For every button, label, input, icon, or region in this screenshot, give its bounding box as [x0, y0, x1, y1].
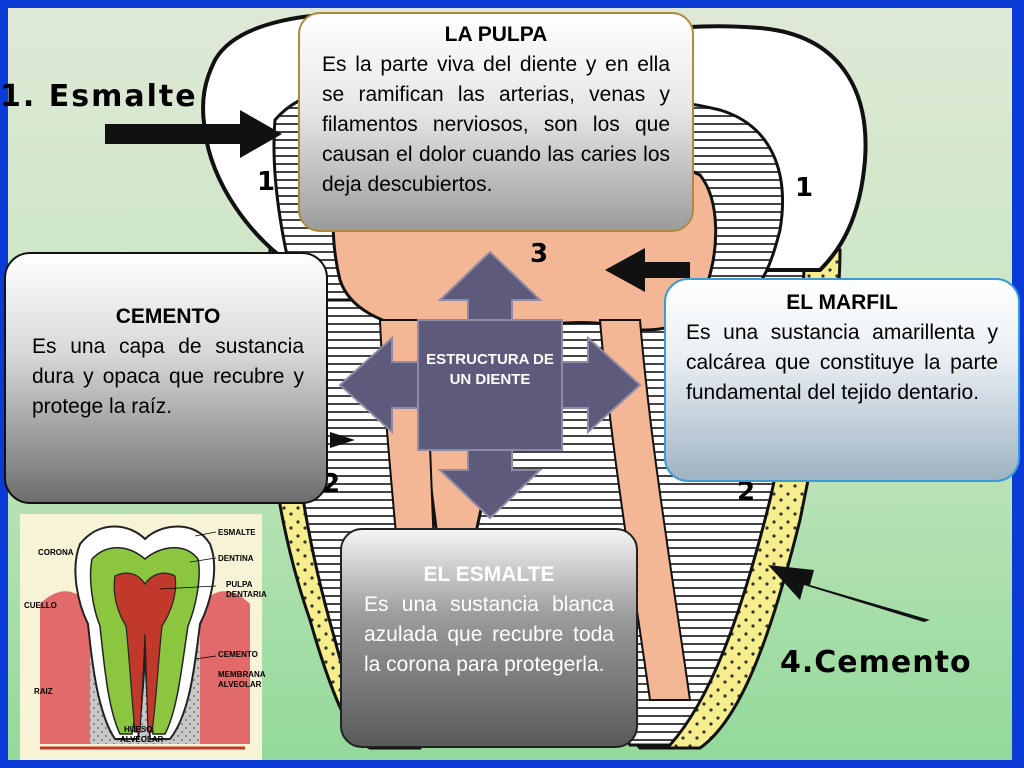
inset-label-hueso: HUESO: [124, 725, 152, 734]
inset-label-dentina: DENTINA: [218, 554, 254, 563]
inset-label-esmalte: ESMALTE: [218, 528, 256, 537]
inset-label-hueso-alveolar: ALVEOLAR: [120, 735, 164, 744]
inset-tooth-diagram: ESMALTE DENTINA PULPA DENTARIA CEMENTO M…: [20, 514, 267, 760]
callout-cemento-body: Es una capa de sustancia dura y opaca qu…: [32, 335, 304, 418]
callout-pulpa: LA PULPA Es la parte viva del diente y e…: [298, 12, 694, 232]
label-esmalte: 1. Esmalte: [0, 79, 198, 114]
inset-label-cemento: CEMENTO: [218, 650, 258, 659]
inset-label-corona: CORONA: [38, 548, 74, 557]
callout-marfil-body: Es una sustancia amarillenta y calcárea …: [686, 321, 998, 404]
callout-pulpa-title: LA PULPA: [444, 23, 548, 46]
inset-label-cuello: CUELLO: [24, 601, 57, 610]
label-num-2-right: 2: [737, 477, 755, 507]
inset-label-pulpa: PULPA: [226, 580, 253, 589]
center-title: ESTRUCTURA DE UN DIENTE: [426, 351, 554, 388]
label-num-1-right: 1: [795, 173, 813, 203]
label-num-3: 3: [530, 239, 548, 269]
inset-label-raiz: RAIZ: [34, 687, 53, 696]
inset-label-dentaria: DENTARIA: [226, 590, 267, 599]
label-num-1-left: 1: [257, 167, 275, 197]
callout-marfil: EL MARFIL Es una sustancia amarillenta y…: [664, 278, 1020, 482]
callout-esmalte: EL ESMALTE Es una sustancia blanca azula…: [340, 528, 638, 748]
callout-cemento: CEMENTO Es una capa de sustancia dura y …: [4, 252, 328, 504]
callout-esmalte-title: EL ESMALTE: [423, 563, 555, 586]
structure-arrow-shape: [338, 250, 642, 520]
inset-label-membrana: MEMBRANA: [218, 670, 266, 679]
callout-cemento-title: CEMENTO: [115, 305, 221, 328]
callout-pulpa-body: Es la parte viva del diente y en ella se…: [322, 53, 670, 196]
callout-esmalte-body: Es una sustancia blanca azulada que recu…: [364, 593, 614, 676]
inset-label-alveolar: ALVEOLAR: [218, 680, 262, 689]
callout-marfil-title: EL MARFIL: [786, 291, 898, 314]
label-cemento: 4.Cemento: [780, 645, 972, 680]
